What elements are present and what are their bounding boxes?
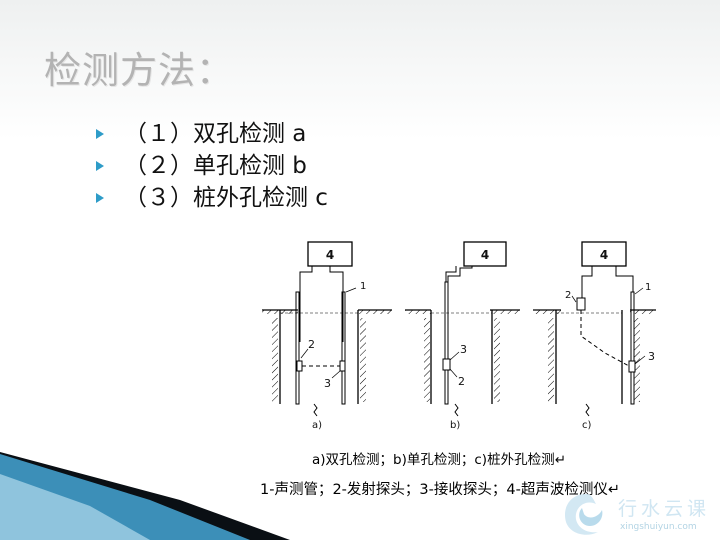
watermark-url: xingshuiyun.com	[620, 522, 697, 532]
transmit-probe	[296, 360, 303, 372]
sounding-tube-left	[295, 291, 300, 405]
cable-right	[329, 266, 344, 342]
cable-left	[581, 266, 593, 298]
part-label: 3	[648, 350, 655, 363]
part-label: 2	[458, 375, 465, 388]
soil-hatch-right	[634, 318, 640, 402]
soil-hatch-left	[548, 318, 554, 402]
ground-hatch-right	[630, 310, 656, 314]
detection-method-diagram: 4 1 2 3 a) 4 3 2 b) 4 2 1 3 c) a)双孔检测；b)…	[250, 232, 690, 504]
receive-probe	[339, 360, 346, 372]
part-label: 1	[360, 281, 366, 292]
break-mark	[454, 403, 459, 417]
bullet-text: （２）单孔检测 b	[124, 153, 307, 179]
wave-logo-icon	[564, 494, 603, 535]
soil-hatch-right	[360, 318, 366, 402]
part-label: 3	[324, 377, 331, 390]
part-label: 3	[460, 343, 467, 356]
soil-hatch-left	[424, 318, 430, 402]
watermark-text: 行水云课	[618, 498, 711, 520]
transmit-probe-top	[576, 297, 586, 311]
device-label-c: 4	[600, 248, 608, 262]
slide-title: 检测方法：	[44, 49, 234, 92]
ultrasonic-device-box	[463, 241, 507, 267]
bullet-arrow-icon	[96, 193, 104, 203]
panel-label-a: a)	[312, 420, 322, 431]
panel-c-outside-hole	[533, 241, 656, 417]
receive-probe	[628, 360, 636, 373]
ground-hatch-left	[533, 310, 561, 314]
method-list: （１）双孔检测 a （２）单孔检测 b （３）桩外孔检测 c	[96, 118, 328, 214]
bullet-text: （１）双孔检测 a	[124, 121, 307, 147]
watermark-logo: 行水云课 xingshuiyun.com	[556, 486, 720, 540]
decorative-swoosh	[0, 452, 290, 540]
part-label: 2	[308, 338, 315, 351]
break-mark	[313, 403, 318, 417]
bullet-arrow-icon	[96, 161, 104, 171]
part-label: 1	[645, 282, 651, 293]
transceiver-probe	[442, 358, 451, 371]
soil-hatch-left	[272, 318, 278, 402]
list-item: （３）桩外孔检测 c	[96, 182, 328, 214]
ground-hatch-right	[358, 310, 392, 314]
cable-left	[299, 266, 313, 342]
ground-hatch-left	[405, 310, 431, 314]
list-item: （２）单孔检测 b	[96, 150, 328, 182]
bullet-text: （３）桩外孔检测 c	[124, 185, 328, 211]
sounding-tube	[444, 281, 449, 405]
cable	[447, 266, 473, 282]
figure-caption-methods: a)双孔检测；b)单孔检测；c)桩外孔检测↵	[312, 452, 566, 468]
device-label-a: 4	[326, 248, 334, 262]
soil-hatch-right	[494, 318, 500, 402]
panel-b-single-hole	[405, 241, 520, 417]
part-label: 2	[565, 290, 571, 301]
diagram-drawing: 4 1 2 3 a) 4 3 2 b) 4 2 1 3 c)	[262, 241, 656, 431]
list-item: （１）双孔检测 a	[96, 118, 328, 150]
panel-label-b: b)	[450, 420, 460, 431]
break-mark	[585, 403, 590, 417]
bullet-arrow-icon	[96, 129, 104, 139]
ground-hatch-right	[490, 310, 520, 314]
panel-a-double-hole	[262, 241, 392, 417]
device-label-b: 4	[481, 248, 489, 262]
sounding-tube-outside	[630, 291, 635, 405]
ultrasonic-device-box	[581, 241, 627, 267]
figure-caption-legend: 1-声测管；2-发射探头；3-接收探头；4-超声波检测仪↵	[260, 482, 620, 498]
cable-right	[615, 266, 634, 292]
panel-label-c: c)	[582, 420, 591, 431]
